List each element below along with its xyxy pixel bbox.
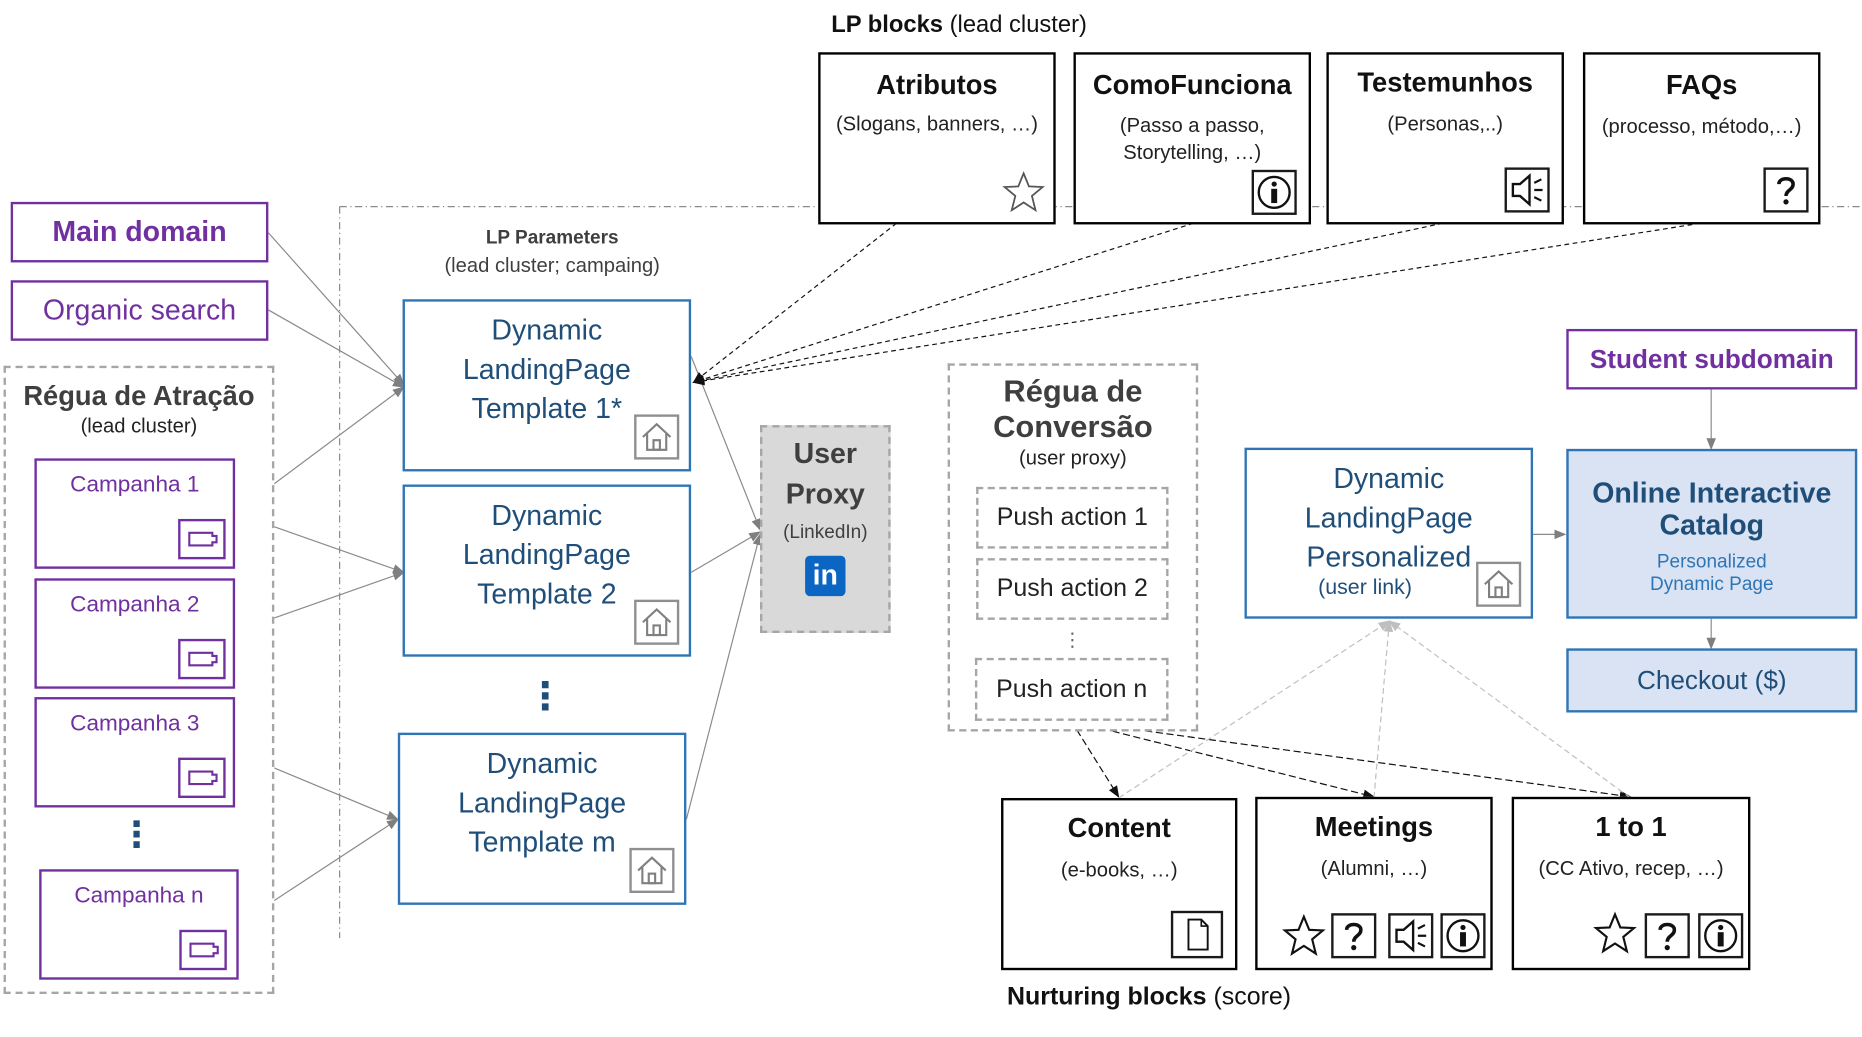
push-action-label: Push action n [996, 675, 1148, 703]
ticket-icon [179, 929, 227, 971]
nurturing-block-title: 1 to 1 [1595, 811, 1667, 842]
lp-block-subtitle: (Passo a passo, Storytelling, …) [1119, 114, 1265, 164]
landing-template-2[interactable]: Dynamic LandingPage Template 2 [402, 484, 692, 657]
ticket-icon [178, 757, 226, 798]
lp-parameters-title: LP Parameters [485, 228, 619, 249]
template-label: Dynamic LandingPage Template 2 [462, 499, 631, 611]
nurturing-title-bold: Nurturing blocks [1007, 983, 1207, 1011]
catalog-title: Online Interactive Catalog [1592, 477, 1832, 542]
nurturing-block-subtitle: (CC Ativo, recep, …) [1538, 857, 1724, 880]
nurturing-block-meetings: Meetings (Alumni, …) [1255, 796, 1493, 971]
regua-atracao-title: Régua de Atração [23, 380, 255, 411]
info-icon [1251, 169, 1297, 215]
lp-block-title: Testemunhos [1357, 66, 1533, 98]
campaign-ellipsis: ⋮ [118, 815, 155, 855]
push-action-ellipsis: ⋮ [1062, 630, 1082, 651]
push-action[interactable]: Push action 1 [976, 486, 1169, 549]
question-icon [1763, 167, 1809, 213]
personalized-title: Dynamic LandingPage Personalized [1304, 463, 1473, 574]
lp-block-comofunciona: ComoFunciona (Passo a passo, Storytellin… [1073, 52, 1311, 225]
online-catalog-box[interactable]: Online Interactive Catalog Personalized … [1566, 448, 1858, 619]
lp-block-subtitle: (processo, método,…) [1601, 115, 1802, 138]
star-icon [1001, 169, 1047, 215]
nurturing-block-1to1: 1 to 1 (CC Ativo, recep, …) [1511, 796, 1751, 971]
ticket-icon [178, 638, 226, 680]
lp-block-subtitle: (Slogans, banners, …) [835, 112, 1038, 136]
nurturing-block-subtitle: (e-books, …) [1060, 858, 1178, 882]
campaign-card[interactable]: Campanha 1 [34, 458, 236, 569]
student-subdomain-label: Student subdomain [1589, 343, 1834, 374]
lp-block-title: Atributos [876, 68, 998, 100]
campaign-card[interactable]: Campanha n [39, 869, 239, 980]
star-icon [1592, 910, 1638, 956]
campaign-label: Campanha n [74, 883, 204, 909]
lp-block-faqs: FAQs (processo, método,…) [1582, 52, 1821, 225]
main-domain-label: Main domain [52, 215, 227, 248]
nurturing-block-title: Meetings [1314, 811, 1434, 842]
nurturing-block-subtitle: (Alumni, …) [1320, 857, 1428, 880]
campaign-label: Campanha 3 [70, 711, 200, 737]
landing-template-m[interactable]: Dynamic LandingPage Template m [397, 732, 687, 905]
lp-blocks-title-bold: LP blocks [831, 11, 944, 38]
user-proxy-subtitle: (LinkedIn) [783, 522, 868, 543]
main-domain-box: Main domain [10, 201, 269, 263]
nurturing-title-rest: (score) [1213, 983, 1292, 1011]
house-icon [629, 847, 675, 893]
lp-parameters-label: LP Parameters (lead cluster; campaing) [392, 228, 713, 278]
push-action-label: Push action 2 [996, 574, 1148, 603]
campaign-label: Campanha 1 [70, 472, 200, 498]
house-icon [634, 414, 680, 460]
template-label: Dynamic LandingPage Template m [458, 748, 627, 859]
lp-parameters-subtitle: (lead cluster; campaing) [444, 254, 660, 277]
catalog-subtitle: Personalized Dynamic Page [1649, 552, 1774, 595]
lp-block-title: FAQs [1666, 68, 1738, 100]
organic-search-label: Organic search [42, 293, 237, 326]
landing-template-1[interactable]: Dynamic LandingPage Template 1* [402, 299, 692, 472]
templates-ellipsis: ⋮ [526, 674, 565, 718]
template-label: Dynamic LandingPage Template 1* [462, 314, 631, 426]
personalized-landing-page[interactable]: Dynamic LandingPage Personalized (user l… [1244, 447, 1534, 619]
regua-atracao-subtitle: (lead cluster) [80, 414, 198, 437]
campaign-card[interactable]: Campanha 2 [34, 578, 236, 689]
personalized-subtitle: (user link) [1318, 574, 1412, 599]
house-icon [1476, 561, 1522, 607]
speaker-icon [1388, 913, 1434, 959]
linkedin-logo-text: in [812, 559, 838, 592]
lp-block-title: ComoFunciona [1092, 68, 1292, 100]
nurturing-block-title: Content [1067, 812, 1171, 844]
info-icon [1440, 913, 1486, 959]
user-proxy-title: User Proxy [785, 438, 865, 511]
house-icon [634, 599, 680, 645]
campaign-card[interactable]: Campanha 3 [34, 697, 236, 808]
nurturing-block-content: Content (e-books, …) [1001, 798, 1238, 971]
question-icon [1331, 913, 1377, 959]
info-icon [1698, 913, 1744, 959]
lp-block-atributos: Atributos (Slogans, banners, …) [818, 52, 1056, 225]
regua-conversao-title: Régua de Conversão [993, 372, 1153, 445]
checkout-box[interactable]: Checkout ($) [1566, 648, 1858, 713]
push-action[interactable]: Push action n [974, 657, 1169, 721]
document-icon [1170, 910, 1224, 959]
star-icon [1281, 913, 1327, 959]
lp-blocks-title: LP blocks (lead cluster) [831, 12, 1187, 39]
user-proxy-box: User Proxy (LinkedIn) in [760, 425, 891, 633]
question-icon [1644, 913, 1690, 959]
lp-block-testemunhos: Testemunhos (Personas,..) [1326, 52, 1564, 225]
lp-block-subtitle: (Personas,..) [1387, 112, 1503, 136]
push-action-label: Push action 1 [996, 503, 1148, 531]
checkout-label: Checkout ($) [1636, 665, 1787, 695]
student-subdomain-box: Student subdomain [1566, 328, 1858, 390]
ticket-icon [178, 518, 226, 560]
speaker-icon [1504, 167, 1550, 213]
nurturing-title: Nurturing blocks (score) [1007, 983, 1482, 1012]
push-action[interactable]: Push action 2 [976, 558, 1169, 620]
campaign-label: Campanha 2 [70, 592, 200, 618]
linkedin-icon: in [805, 555, 846, 597]
lp-blocks-title-rest: (lead cluster) [949, 11, 1087, 38]
organic-search-box: Organic search [10, 280, 269, 341]
regua-conversao-subtitle: (user proxy) [1019, 446, 1127, 470]
